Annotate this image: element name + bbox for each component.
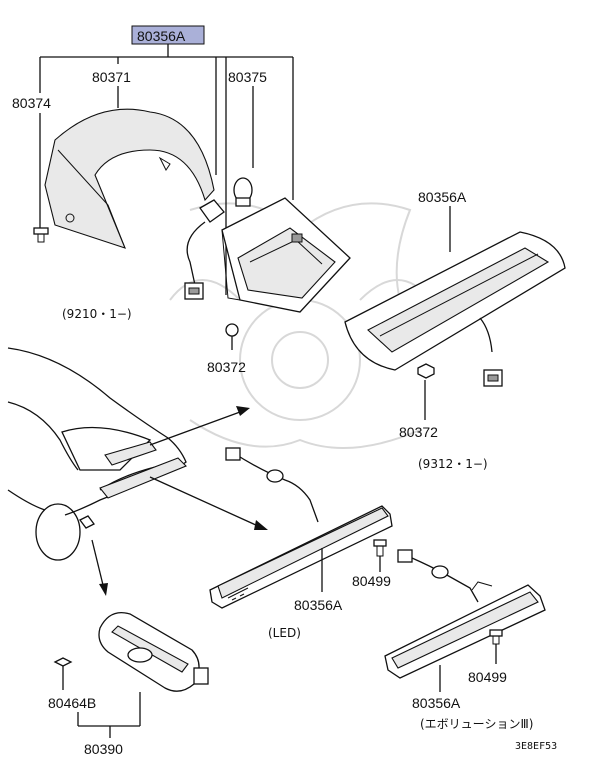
note-evo3: (エボリューションⅢ): [420, 717, 533, 731]
label-80499-upper[interactable]: 80499: [352, 573, 391, 589]
label-80499-lower[interactable]: 80499: [468, 669, 507, 685]
screw-80374: [33, 227, 49, 243]
note-date-9210: (9210・1−): [62, 307, 132, 321]
pointer-arrows: [91, 406, 268, 596]
high-mount-lamp-9312: [344, 231, 566, 387]
bottom-bracket: [77, 692, 141, 738]
note-led: (LED): [268, 626, 301, 640]
screw-80499-upper: [373, 539, 387, 572]
label-80390[interactable]: 80390: [84, 741, 123, 757]
nut-80372-right: [417, 363, 435, 420]
side-marker-lamp-80390: [98, 611, 209, 692]
label-80372-left[interactable]: 80372: [207, 359, 246, 375]
diagram-ref-code: 3E8EF53: [515, 741, 557, 752]
label-80356A-led[interactable]: 80356A: [294, 597, 343, 613]
watermark-emblem: [169, 202, 431, 449]
bulb-80375: [233, 177, 253, 207]
lamp-housing-9210: [221, 197, 351, 313]
screw-80464B: [53, 657, 73, 690]
header-bracket: [39, 44, 294, 295]
header-part-number: 80356A: [137, 28, 186, 44]
label-80371[interactable]: 80371: [92, 69, 131, 85]
socket-harness: [184, 199, 225, 300]
label-80375[interactable]: 80375: [228, 69, 267, 85]
note-date-9312: (9312・1−): [418, 457, 488, 471]
evo3-lamp: [384, 549, 546, 679]
housing-cover-80371: [44, 108, 215, 249]
label-80372-right[interactable]: 80372: [399, 424, 438, 440]
label-80356A-right[interactable]: 80356A: [418, 189, 467, 205]
led-lamp: [209, 447, 393, 609]
car-rear-outline: [7, 347, 187, 561]
nut-80372-left: [225, 323, 239, 350]
label-80356A-evo[interactable]: 80356A: [412, 695, 461, 711]
label-80464B[interactable]: 80464B: [48, 695, 96, 711]
label-80374[interactable]: 80374: [12, 95, 51, 111]
screw-80499-lower: [489, 629, 503, 664]
